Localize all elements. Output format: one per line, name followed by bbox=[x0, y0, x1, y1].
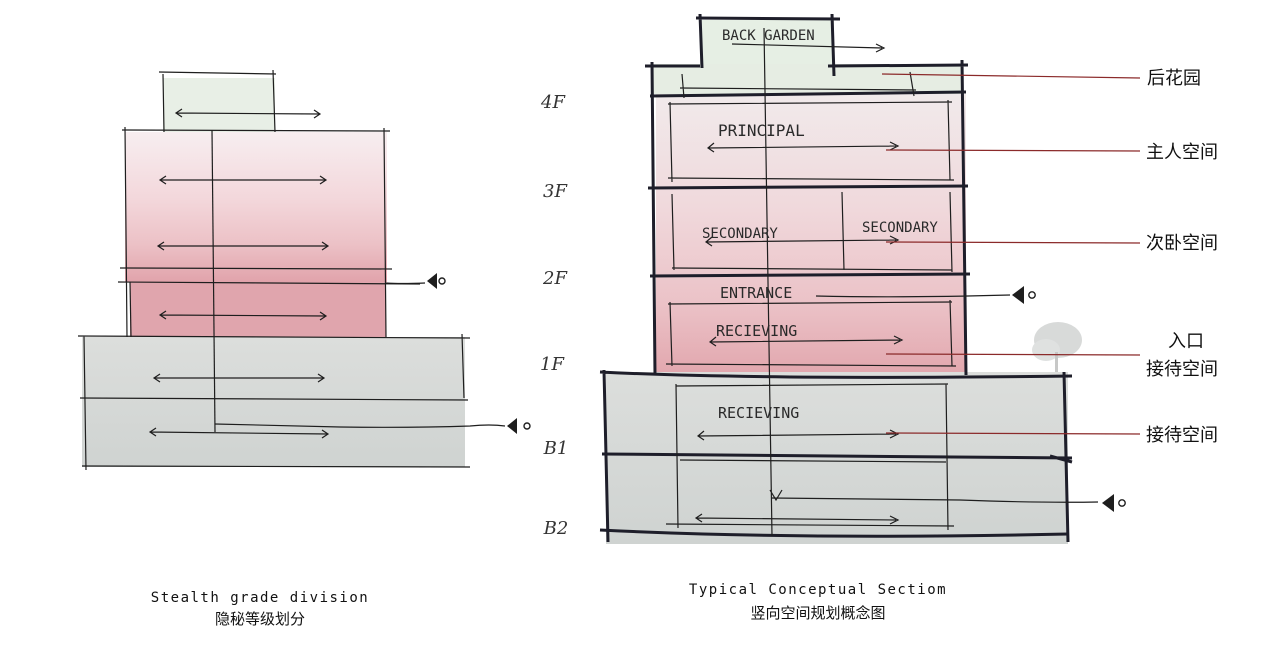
left-caption-en: Stealth grade division bbox=[151, 590, 369, 606]
entry-arrow-icon bbox=[1102, 494, 1126, 512]
right-section-diagram: BACK GARDEN PRINCIPAL SECONDARY SECONDAR… bbox=[599, 13, 1218, 622]
left-entry-block-fill bbox=[130, 282, 386, 337]
left-base-block-fill bbox=[82, 337, 465, 467]
tree-icon bbox=[1032, 322, 1082, 372]
floor-label-2f: 2F bbox=[542, 268, 568, 289]
right-inner-lines bbox=[665, 27, 957, 537]
left-circulation-arrows bbox=[148, 108, 506, 439]
room-label-receiving-lower: RECIEVING bbox=[718, 404, 799, 422]
room-label-back-garden: BACK GARDEN bbox=[722, 28, 815, 44]
callout-secondary-space: 次卧空间 bbox=[1146, 233, 1218, 254]
floor-label-3f: 3F bbox=[543, 181, 568, 202]
left-top-block-fill bbox=[163, 78, 275, 132]
floor-label-b2: B2 bbox=[543, 518, 569, 539]
callout-reception-lower: 接待空间 bbox=[1146, 425, 1218, 446]
callout-leaders bbox=[881, 73, 1141, 435]
floor-labels: 4F 3F 2F 1F B1 B2 bbox=[540, 92, 568, 539]
room-label-receiving-upper: RECIEVING bbox=[716, 322, 797, 340]
entry-arrow-icon bbox=[427, 273, 446, 289]
floor-label-b1: B1 bbox=[543, 438, 569, 459]
right-caption-cn: 竖向空间规划概念图 bbox=[750, 604, 885, 622]
left-caption-cn: 隐秘等级划分 bbox=[215, 610, 305, 628]
right-outlines bbox=[599, 13, 1073, 543]
back-garden-fill bbox=[700, 20, 834, 66]
callout-reception-upper: 接待空间 bbox=[1146, 359, 1218, 380]
callout-principal-space: 主人空间 bbox=[1146, 142, 1218, 163]
room-label-principal: PRINCIPAL bbox=[718, 121, 805, 140]
callout-back-garden: 后花园 bbox=[1147, 68, 1201, 89]
room-label-secondary-left: SECONDARY bbox=[702, 226, 778, 242]
entry-arrow-icon bbox=[1012, 286, 1036, 304]
room-label-secondary-right: SECONDARY bbox=[862, 220, 938, 236]
left-upper-block-fill bbox=[125, 132, 387, 282]
callout-entrance: 入口 bbox=[1168, 331, 1204, 352]
upper-floors-fill bbox=[656, 94, 966, 374]
room-label-entrance: ENTRANCE bbox=[720, 284, 792, 302]
right-circulation-arrows bbox=[694, 43, 1099, 525]
left-section-diagram: Stealth grade division 隐秘等级划分 bbox=[77, 69, 531, 628]
entry-arrow-icon bbox=[507, 418, 531, 434]
right-caption-en: Typical Conceptual Sectiom bbox=[689, 582, 947, 598]
left-outlines bbox=[77, 69, 471, 471]
floor-label-1f: 1F bbox=[540, 354, 565, 375]
floor-label-4f: 4F bbox=[540, 92, 566, 113]
